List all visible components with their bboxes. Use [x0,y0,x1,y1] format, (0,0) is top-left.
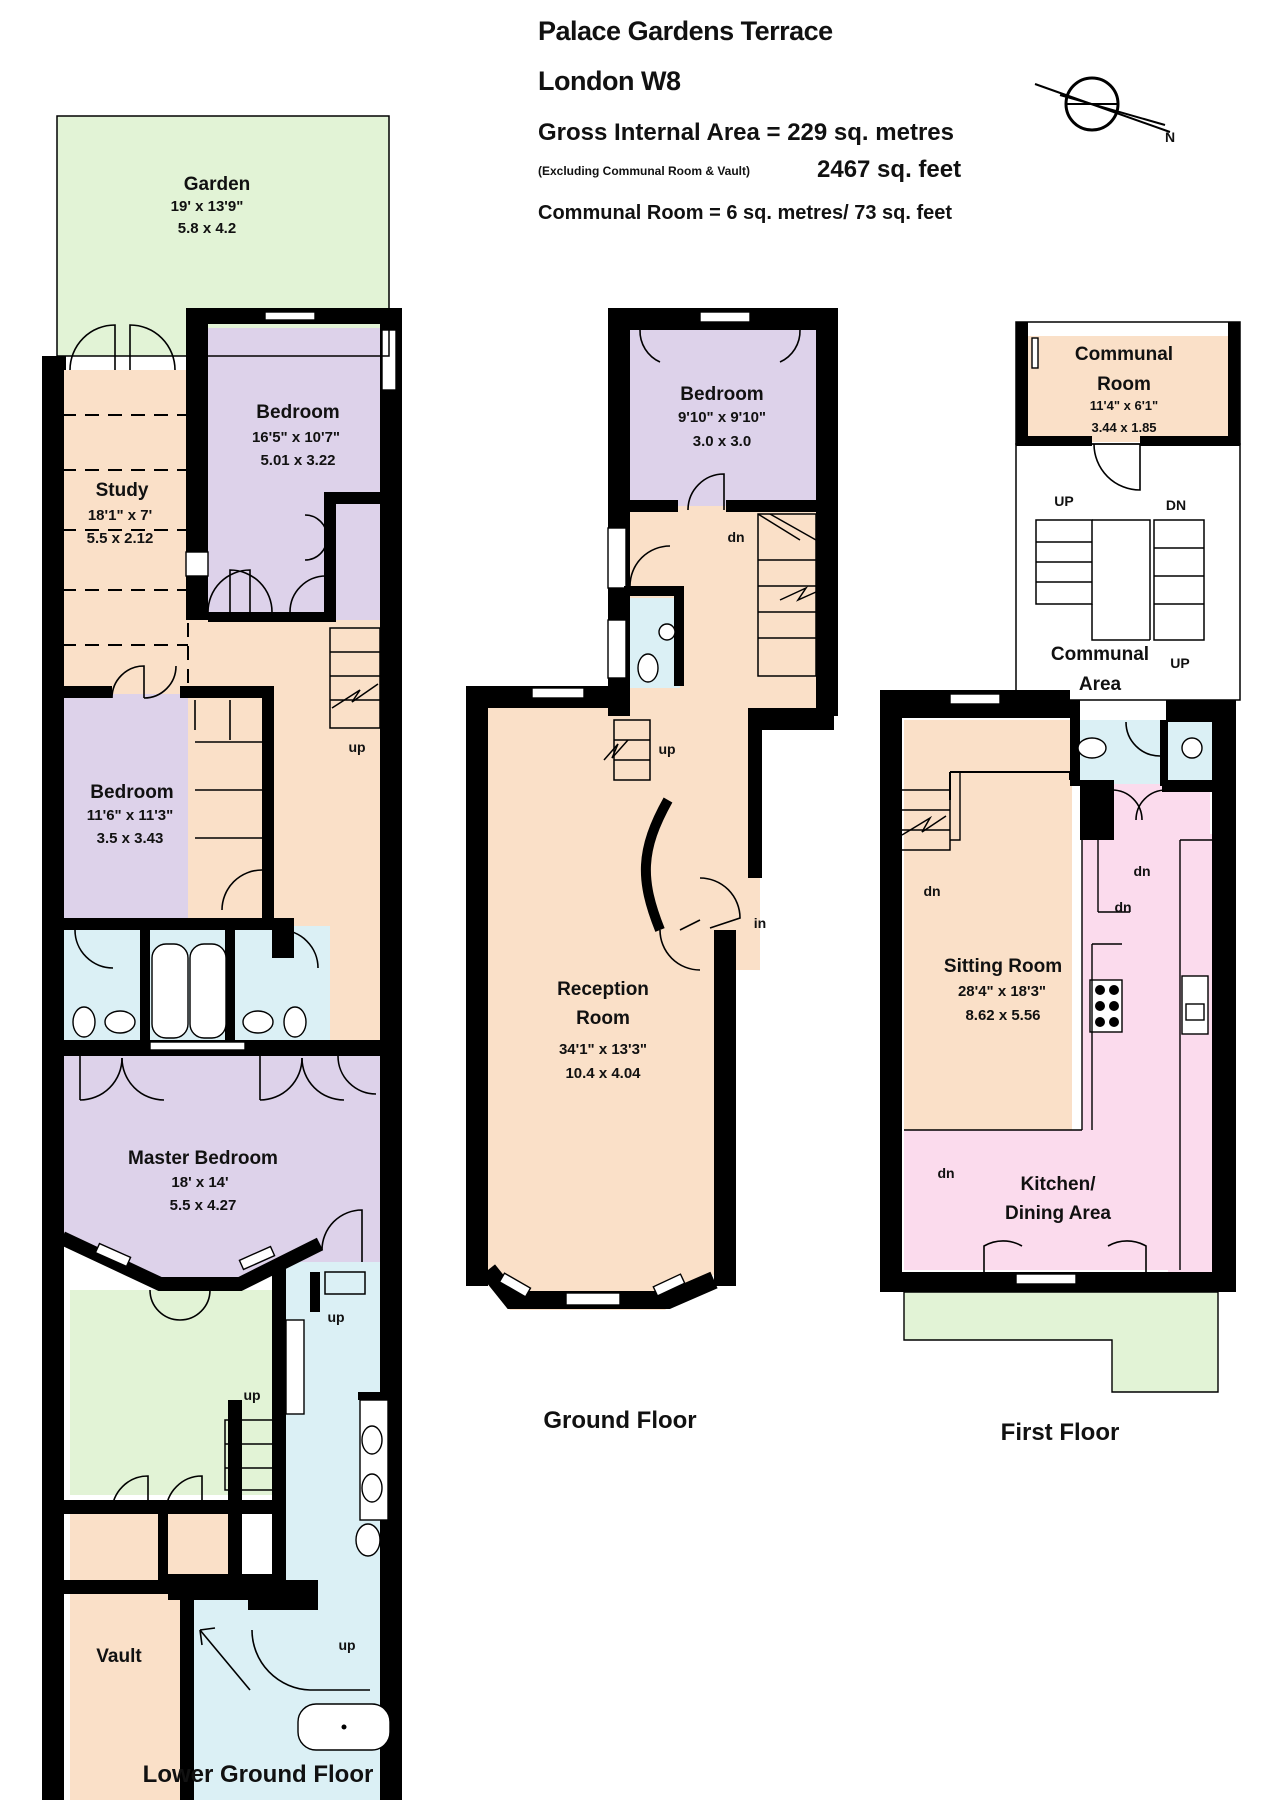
lg-lounge-up-marker: up [243,1387,260,1403]
property-name: Palace Gardens Terrace [538,16,833,46]
ff-kitchen-dn-marker: dn [1114,899,1131,915]
reception-label-line2: Room [576,1008,630,1029]
kitchen-label-line1: Kitchen/ [1021,1174,1097,1195]
master-bedroom-area [62,1056,380,1280]
ground-floor-label: Ground Floor [543,1407,696,1434]
reception-label-line1: Reception [557,979,649,1000]
study-area [62,370,188,698]
gross-internal-area: Gross Internal Area = 229 sq. metres [538,119,954,146]
communal-room-label-line1: Communal [1075,344,1173,365]
lg-bedroom1-metric: 5.01 x 3.22 [260,452,335,469]
lg-bath-up-marker: up [338,1637,355,1653]
property-location: London W8 [538,66,681,96]
garden-metric: 5.8 x 4.2 [178,220,236,237]
first-floor-label: First Floor [1001,1419,1120,1446]
sitting-room-area [904,720,1072,1130]
ff-hall-dn-marker: dn [1133,863,1150,879]
g-entrance-in-marker: in [754,915,766,931]
lg-bedroom1-area [208,328,380,620]
lower-ground-floor-label: Lower Ground Floor [143,1761,374,1788]
lg-bedroom2-imperial: 11'6" x 11'3" [87,807,173,824]
lg-bedroom2-metric: 3.5 x 3.43 [97,830,164,847]
g-stair-up-marker: up [658,741,675,757]
communal-area-label-line2: Area [1079,674,1122,695]
lg-stair-up-marker: up [348,739,365,755]
communal-room-area [1022,336,1234,442]
lg-bedroom2-label: Bedroom [90,782,173,803]
g-bedroom-imperial: 9'10" x 9'10" [678,409,766,426]
master-bedroom-label: Master Bedroom [128,1148,278,1169]
lg-ensuite-up-marker: up [327,1309,344,1325]
study-imperial: 18'1" x 7' [88,507,152,524]
communal-room-area: Communal Room = 6 sq. metres/ 73 sq. fee… [538,202,952,224]
ff-terrace [904,1292,1218,1392]
master-bedroom-imperial: 18' x 14' [171,1174,228,1191]
svg-text:N: N [1165,129,1175,145]
compass-icon: N [1034,76,1175,145]
sitting-room-label: Sitting Room [944,956,1062,977]
study-label: Study [96,480,149,501]
communal-dn-marker: DN [1166,497,1186,513]
header: Palace Gardens Terrace London W8 Gross I… [538,16,961,224]
communal-up-marker-2: UP [1170,655,1189,671]
kitchen-label-line2: Dining Area [1005,1203,1111,1224]
communal-up-marker: UP [1054,493,1073,509]
study-metric: 5.5 x 2.12 [87,530,154,547]
communal-room-metric: 3.44 x 1.85 [1091,420,1156,435]
garden-label: Garden [184,174,251,195]
vault-label: Vault [96,1646,142,1667]
g-bedroom-metric: 3.0 x 3.0 [693,433,751,450]
ground-floor-plan: Bedroom 9'10" x 9'10" 3.0 x 3.0 Receptio… [466,308,838,1434]
reception-metric: 10.4 x 4.04 [565,1065,641,1082]
ff-dining-dn-marker: dn [937,1165,954,1181]
g-bedroom-area [628,328,816,506]
lg-bedroom1-label: Bedroom [256,402,339,423]
master-bedroom-metric: 5.5 x 4.27 [170,1197,237,1214]
g-stair-dn-marker: dn [727,529,744,545]
communal-room-label-line2: Room [1097,374,1151,395]
sitting-room-imperial: 28'4" x 18'3" [958,983,1046,1000]
reception-imperial: 34'1" x 13'3" [559,1041,647,1058]
area-sq-feet: 2467 sq. feet [817,156,961,183]
communal-room-imperial: 11'4" x 6'1" [1090,398,1158,413]
lower-ground-floor-plan: Garden 19' x 13'9" 5.8 x 4.2 Bedroom 16'… [42,115,402,1800]
lg-lounge-area [70,1290,280,1495]
first-floor-plan: Communal Room 11'4" x 6'1" 3.44 x 1.85 C… [880,321,1241,1446]
ff-stair-dn-marker: dn [923,883,940,899]
communal-area-label-line1: Communal [1051,644,1149,665]
lg-bedroom1-imperial: 16'5" x 10'7" [252,429,340,446]
sitting-room-metric: 8.62 x 5.56 [965,1007,1040,1024]
kitchen-dining-area [904,780,1210,1270]
garden-imperial: 19' x 13'9" [171,198,244,215]
g-bedroom-label: Bedroom [680,384,763,405]
area-exclusion-note: (Excluding Communal Room & Vault) [538,164,750,178]
